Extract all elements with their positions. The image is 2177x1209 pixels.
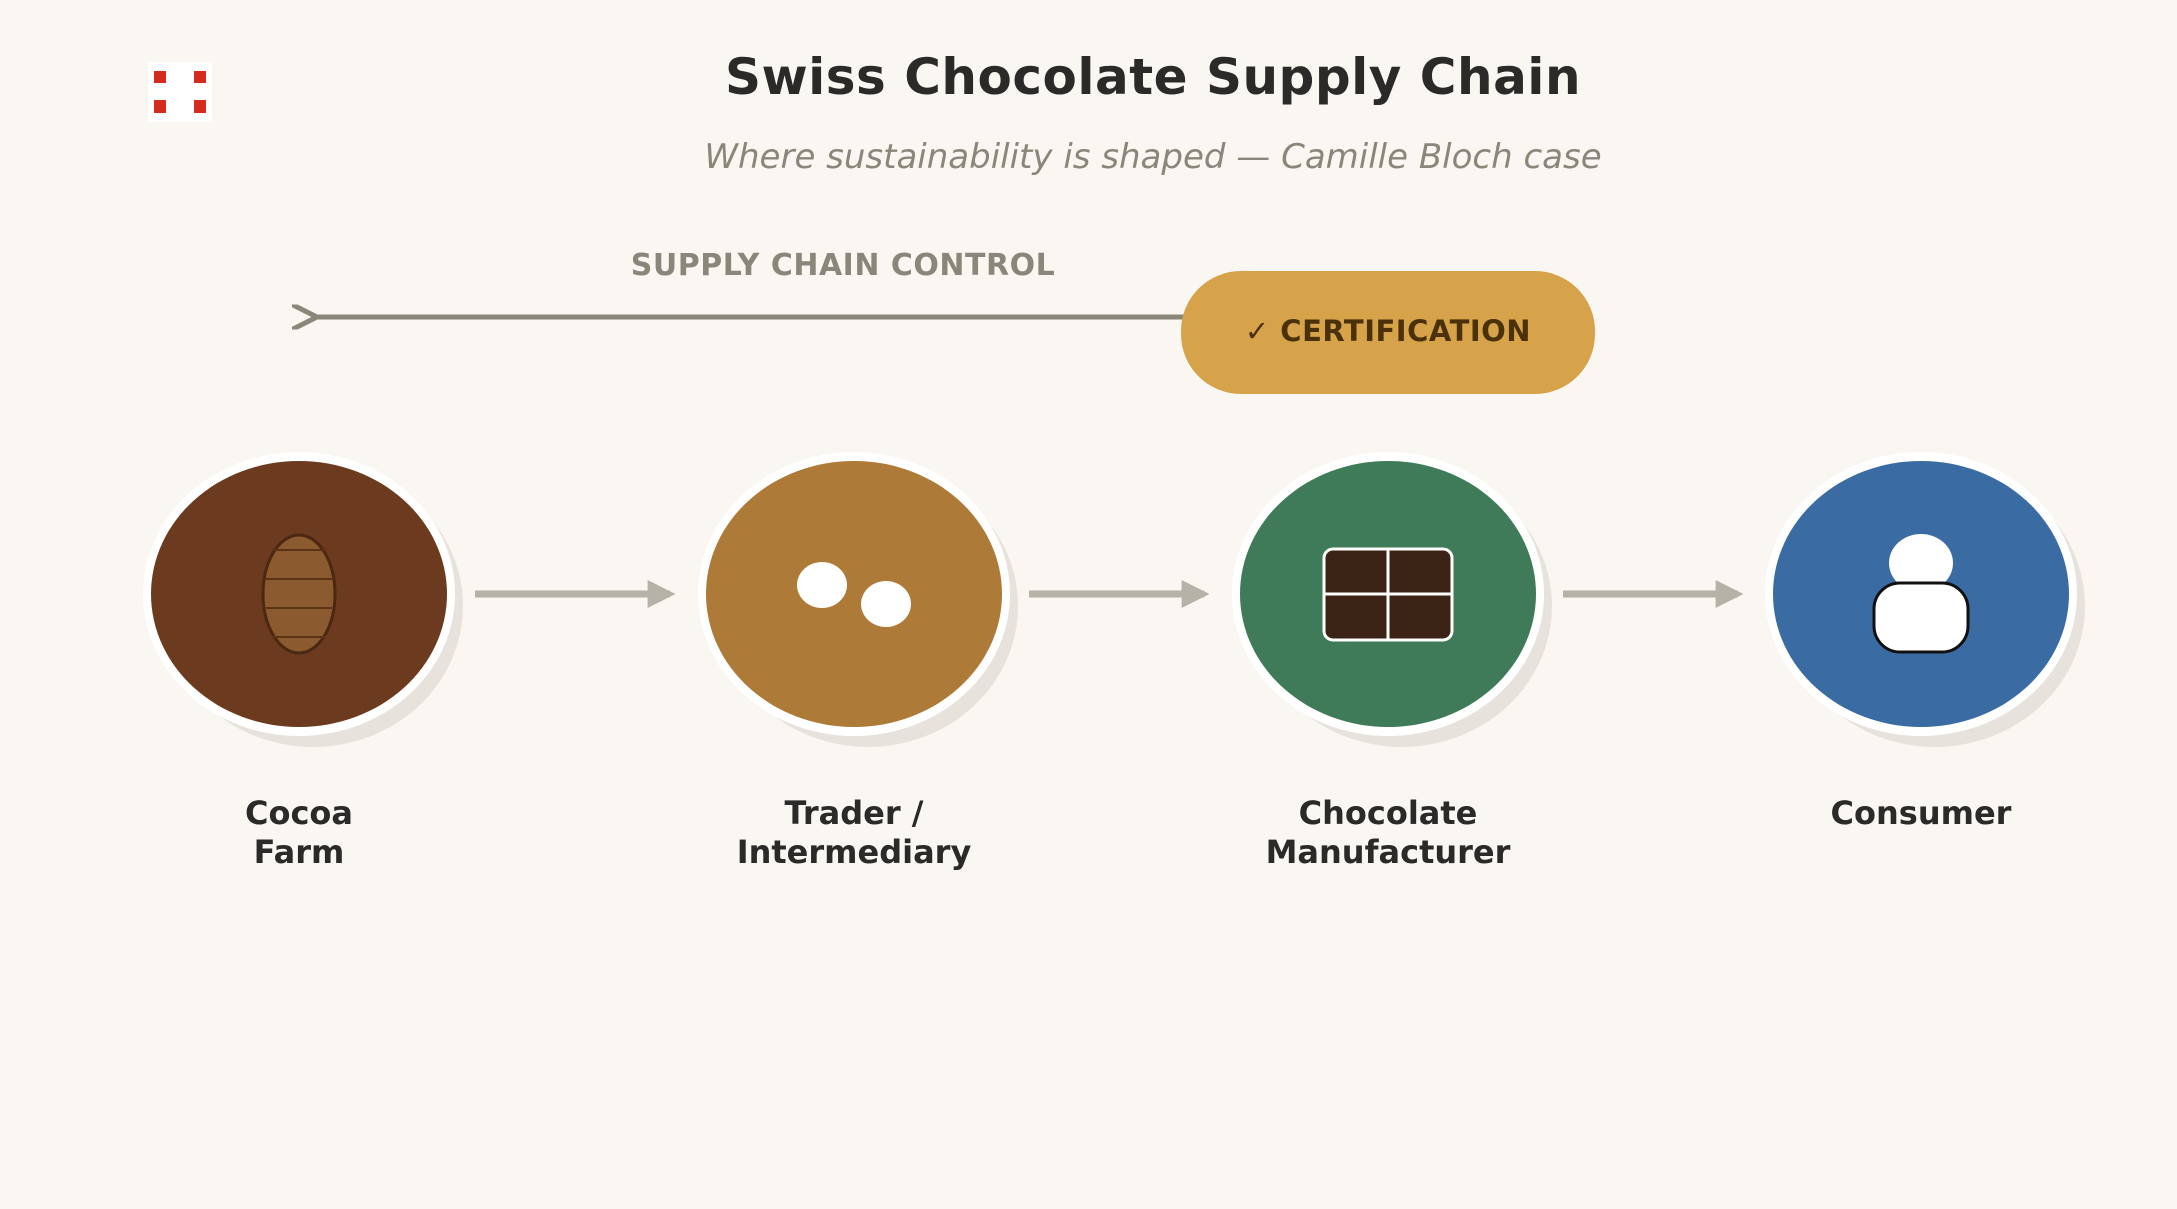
stage-label-manufacturer: Chocolate Manufacturer	[1265, 794, 1511, 871]
certification-badge	[1181, 271, 1595, 394]
supply-chain-control-label: SUPPLY CHAIN CONTROL	[630, 248, 1056, 283]
swiss-flag-icon	[148, 62, 212, 122]
cocoa-beans-icon	[797, 562, 911, 627]
page-title: Swiss Chocolate Supply Chain	[724, 48, 1582, 106]
page-subtitle: Where sustainability is shaped — Camille…	[704, 137, 1602, 177]
stage-label-consumer: Consumer	[1830, 794, 2012, 832]
person-icon	[1872, 534, 1970, 654]
certification-label: ✓ CERTIFICATION	[1244, 314, 1532, 348]
stage-label-cocoa-farm: Cocoa Farm	[244, 794, 353, 871]
cocoa-pod-icon	[261, 533, 337, 655]
stage-node-consumer	[1765, 452, 2085, 747]
stage-node-manufacturer	[1232, 452, 1552, 747]
chocolate-bar-icon	[1322, 547, 1454, 642]
stage-label-trader: Trader / Intermediary	[736, 794, 972, 871]
stage-circle-fill	[706, 461, 1002, 727]
stage-node-cocoa-farm	[143, 452, 463, 747]
stage-node-trader	[698, 452, 1018, 747]
